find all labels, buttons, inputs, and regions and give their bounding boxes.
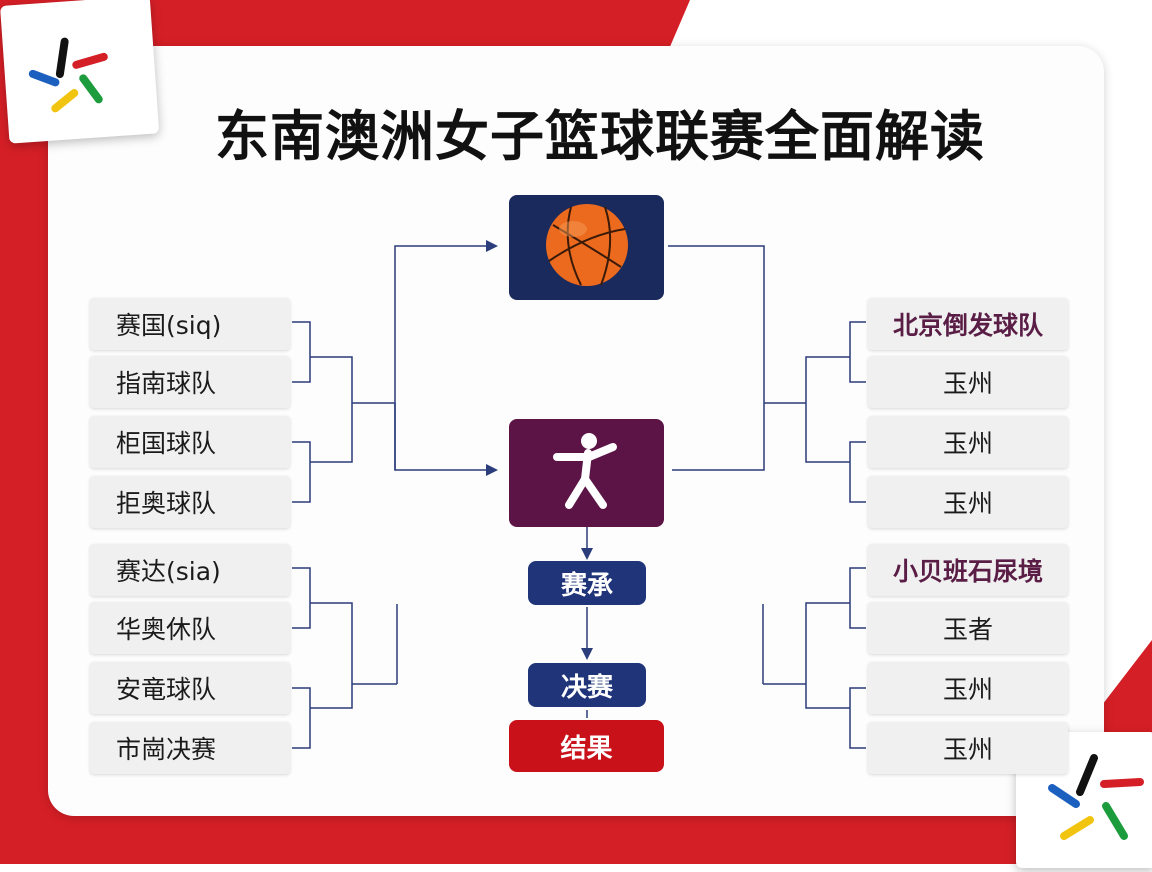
stage-final-pill[interactable]: 决赛 — [528, 663, 646, 707]
athlete-box — [509, 419, 664, 527]
team-left-3[interactable]: 柜国球队 — [90, 416, 290, 468]
team-left-5[interactable]: 赛达(sia) — [90, 544, 290, 596]
basketball-icon — [546, 204, 628, 286]
athlete-figure-icon — [553, 433, 617, 509]
team-right-7[interactable]: 玉州 — [868, 662, 1068, 714]
team-left-6[interactable]: 华奥休队 — [90, 602, 290, 654]
basketball-box — [509, 195, 664, 300]
team-left-1[interactable]: 赛国(siq) — [90, 298, 290, 350]
team-right-3[interactable]: 玉州 — [868, 416, 1068, 468]
team-right-6[interactable]: 玉者 — [868, 602, 1068, 654]
logo-top-left — [0, 0, 160, 144]
team-right-5[interactable]: 小贝班石尿境 — [868, 544, 1068, 596]
multicolor-burst-logo-icon — [28, 37, 108, 113]
team-right-4[interactable]: 玉州 — [868, 476, 1068, 528]
page-title: 东南澳洲女子篮球联赛全面解读 — [215, 105, 985, 168]
team-left-2[interactable]: 指南球队 — [90, 356, 290, 408]
team-right-8[interactable]: 玉州 — [868, 722, 1068, 774]
team-right-2[interactable]: 玉州 — [868, 356, 1068, 408]
stage-semifinal-pill[interactable]: 赛承 — [528, 561, 646, 605]
team-left-7[interactable]: 安竜球队 — [90, 662, 290, 714]
team-right-1[interactable]: 北京倒发球队 — [868, 298, 1068, 350]
team-left-4[interactable]: 拒奥球队 — [90, 476, 290, 528]
multicolor-burst-logo-icon — [1048, 754, 1144, 840]
result-pill[interactable]: 结果 — [509, 720, 664, 772]
team-left-8[interactable]: 市崗决赛 — [90, 722, 290, 774]
